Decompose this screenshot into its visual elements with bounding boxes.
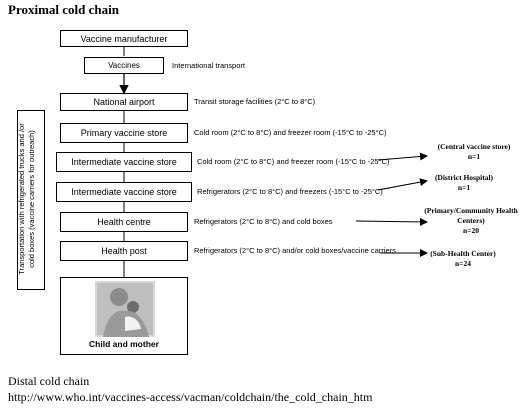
box-intermediate-vaccine-store-1: Intermediate vaccine store — [56, 152, 192, 172]
annotation-title: (District Hospital) — [434, 173, 494, 182]
desc-health-centre: Refrigerators (2°C to 8°C) and cold boxe… — [194, 217, 333, 226]
annotation-count: n=20 — [463, 226, 479, 235]
side-transport-line1: Transportation with refrigerated trucks … — [17, 123, 26, 275]
annotation-count: n=1 — [457, 183, 471, 192]
desc-primary-vaccine-store: Cold room (2°C to 8°C) and freezer room … — [194, 128, 387, 137]
desc-intermediate-vaccine-store-2: Refrigerators (2°C to 8°C) and freezers … — [197, 187, 383, 196]
box-national-airport: National airport — [60, 93, 188, 111]
annotation-central-vaccine-store: (Central vaccine store) n=1 — [428, 142, 520, 162]
footer-caption: Distal cold chain — [8, 374, 90, 388]
child-and-mother-label: Child and mother — [89, 339, 159, 349]
annotation-title: (Central vaccine store) — [437, 142, 511, 151]
side-transport-line2: cold boxes (vaccine carriers for outreac… — [27, 130, 36, 268]
annotation-title: (Primary/Community Health Centers) — [424, 206, 518, 225]
annotation-title: (Sub-Health Center) — [430, 249, 496, 258]
footer-url: http://www.who.int/vaccines-access/vacma… — [8, 390, 373, 404]
desc-intermediate-vaccine-store-1: Cold room (2°C to 8°C) and freezer room … — [197, 157, 390, 166]
annotation-count: n=1 — [467, 152, 481, 161]
side-transport-box — [17, 110, 45, 290]
box-health-post: Health post — [60, 241, 188, 261]
desc-health-post: Refrigerators (2°C to 8°C) and/or cold b… — [194, 246, 396, 255]
annotation-sub-health-center: (Sub-Health Center) n=24 — [420, 249, 506, 269]
annotation-district-hospital: (District Hospital) n=1 — [424, 173, 504, 193]
desc-national-airport: Transit storage facilities (2°C to 8°C) — [194, 97, 316, 106]
annotation-count: n=24 — [455, 259, 471, 268]
box-intermediate-vaccine-store-2: Intermediate vaccine store — [56, 182, 192, 202]
box-health-centre: Health centre — [60, 212, 188, 232]
box-child-and-mother: Child and mother — [60, 277, 188, 355]
annotation-arrow — [377, 152, 428, 161]
desc-vaccines: International transport — [172, 61, 245, 70]
box-vaccine-manufacturer: Vaccine manufacturer — [60, 30, 188, 47]
box-primary-vaccine-store: Primary vaccine store — [60, 123, 188, 143]
annotation-arrow — [377, 178, 428, 191]
child-mother-photo — [95, 281, 155, 337]
box-vaccines: Vaccines — [84, 57, 164, 74]
annotation-arrow — [355, 217, 428, 226]
diagram-title: Proximal cold chain — [8, 2, 119, 17]
annotation-primary-community-health-centers: (Primary/Community Health Centers) n=20 — [420, 206, 522, 236]
side-transport-text: Transportation with refrigerated trucks … — [17, 109, 45, 289]
